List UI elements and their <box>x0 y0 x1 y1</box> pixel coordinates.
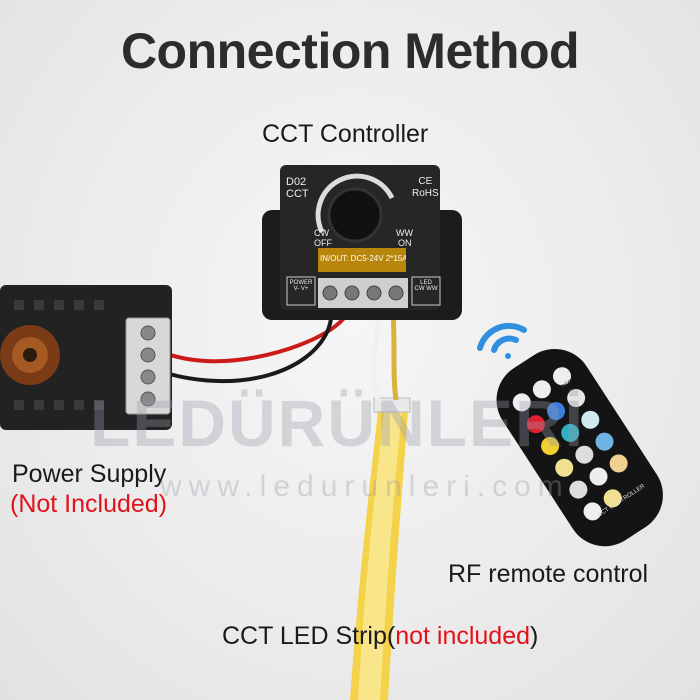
page-title: Connection Method <box>120 23 580 79</box>
led-terms-text: CW WW <box>414 286 438 292</box>
strip-label: CCT LED Strip(not included) <box>222 622 538 651</box>
dimmer-knob <box>327 187 383 243</box>
cct-controller <box>262 165 462 320</box>
remote-buttons <box>512 367 628 521</box>
led-strip <box>350 397 411 700</box>
power-supply <box>0 285 172 430</box>
on-label: ON <box>398 238 412 248</box>
cert-marks: CE RoHS <box>412 176 439 200</box>
strip-label-prefix: CCT LED Strip( <box>222 622 396 650</box>
watermark-url: www.ledurunleri.com <box>160 470 570 503</box>
ce-mark: CE <box>418 176 433 187</box>
off-label: OFF <box>314 238 332 248</box>
controller-model: D02 CCT <box>286 176 309 200</box>
power-terminal-label: POWER V- V+ <box>286 280 316 292</box>
power-supply-note: (Not Included) <box>10 490 168 518</box>
power-label-text: POWER <box>289 280 313 286</box>
power-supply-label: Power Supply <box>12 460 167 488</box>
label-sticker <box>318 248 406 272</box>
cw-label: CW <box>314 228 329 238</box>
strip-note: not included <box>395 622 531 650</box>
led-label-text: LED <box>420 280 432 286</box>
controller-label: CCT Controller <box>262 120 429 148</box>
power-terms-text: V- V+ <box>293 286 309 292</box>
model-text: D02 <box>286 176 307 188</box>
led-terminal-label: LED CW WW <box>411 280 441 292</box>
strip-label-suffix: ) <box>530 622 539 650</box>
wifi-signal-icon <box>477 322 527 359</box>
rohs-mark: RoHS <box>412 188 439 199</box>
sub-text: CCT <box>286 188 309 200</box>
ww-label: WW <box>396 228 413 238</box>
watermark-logo: LEDÜRÜNLERİ <box>90 386 585 460</box>
input-rating: IN/OUT: DC5-24V 2*15A <box>320 254 406 263</box>
rf-remote <box>477 322 663 547</box>
remote-label: RF remote control <box>448 560 649 588</box>
